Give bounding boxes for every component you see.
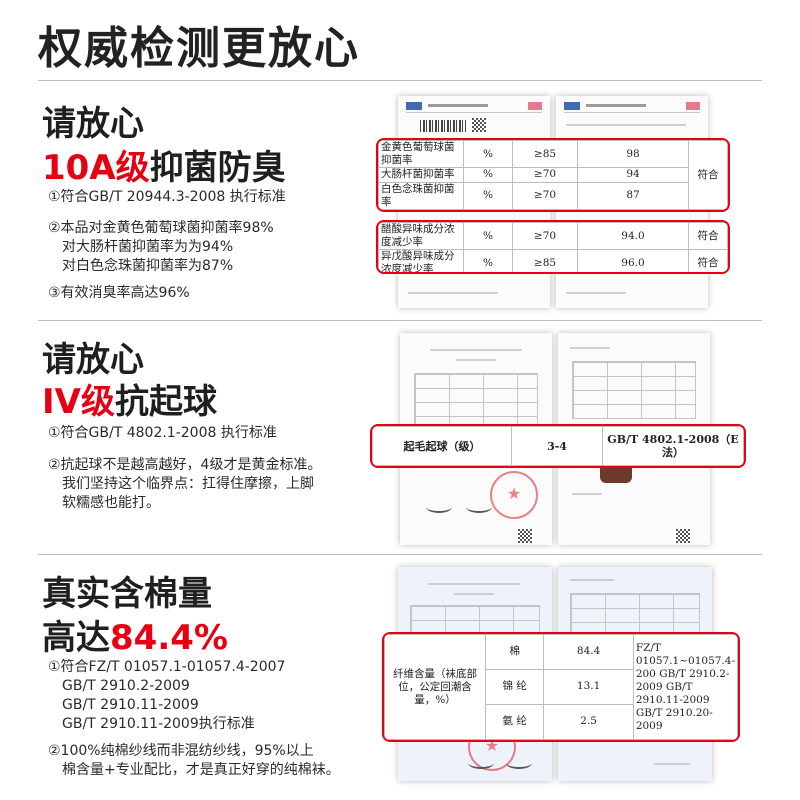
section2-heading-line2: IV级抗起球 [42,374,217,423]
deodorant-result-table: 醋酸异味成分浓度减少率 % ≥70 94.0 符合 异戊酸异味成分浓度减少率 %… [376,220,730,274]
table-cell: % [463,181,513,210]
table-cell: 起毛起球（级） [372,426,512,466]
section3-note-1a: ①符合FZ/T 01057.1-01057.4-2007 [48,659,286,675]
section3-note-1c: GB/T 2910.11-2009 [62,697,199,713]
section1-grade: 10A级 [42,148,150,188]
table-cell: % [463,222,513,250]
section1-feature: 抑菌防臭 [149,148,286,188]
table-cell: 13.1 [543,668,634,705]
section-divider [38,320,762,321]
section1-heading-line1: 请放心 [42,104,144,144]
page-title: 权威检测更放心 [38,23,360,74]
section2-heading-line1: 请放心 [42,340,144,380]
table-cell: 氨 纶 [484,703,545,740]
section2-grade: IV级 [42,382,115,422]
table-cell: 2.5 [543,703,634,740]
verdict-cell: 符合 [688,140,728,210]
table-cell: 异戊酸异味成分浓度减少率 [378,249,464,272]
table-cell: 醋酸异味成分浓度减少率 [378,222,464,250]
table-cell: FZ/T 01057.1~01057.4-200 GB/T 2910.2-200… [632,634,738,740]
section1-note-3: ③有效消臭率高达96% [48,285,190,301]
table-cell: 98 [577,140,689,169]
table-cell: 94.0 [577,222,689,250]
section2-note-2c: 软糯感也能打。 [62,495,160,511]
table-cell: 金黄色葡萄球菌抑菌率 [378,140,464,169]
table-cell: ≥70 [512,181,578,210]
table-cell: ≥85 [512,140,578,169]
section2-note-2a: ②抗起球不是越高越好，4级才是黄金标准。 [48,457,322,473]
table-cell: 纤维含量（袜底部位，公定回潮含量，%） [384,634,486,740]
section-divider [38,554,762,555]
section1-note-2c: 对白色念珠菌抑菌率为87% [62,258,234,274]
section3-note-1: ①符合FZ/T 01057.1-01057.4-2007 GB/T 2910.2… [48,658,285,734]
table-cell: 大肠杆菌抑菌率 [378,167,464,183]
table-cell: % [463,249,513,272]
section2-note-2b: 我们坚持这个临界点：扛得住摩擦，上脚 [62,476,314,492]
section1-note-2: ①符合GB/T 20944.3-2008 执行标准 ②本品对金黄色葡萄球菌抑菌率… [48,219,274,276]
verdict-cell: 符合 [688,222,728,250]
table-cell: % [463,140,513,169]
table-cell: ≥70 [512,222,578,250]
antibacterial-result-table: 金黄色葡萄球菌抑菌率 % ≥85 98 符合 大肠杆菌抑菌率 % ≥70 94 … [376,138,730,212]
table-cell: % [463,167,513,183]
section3-note-1b: GB/T 2910.2-2009 [62,678,190,694]
table-cell: 锦 纶 [484,668,545,705]
section2-note-1: ①符合GB/T 4802.1-2008 执行标准 [48,425,277,441]
table-cell: 84.4 [543,634,634,670]
table-cell: 87 [577,181,689,210]
table-cell: 棉 [484,634,545,670]
section3-note-2a: ②100%纯棉纱线而非混纺纱线，95%以上 [48,743,314,759]
table-cell: 94 [577,167,689,183]
table-cell: GB/T 4802.1-2008（E 法） [602,426,744,466]
section1-note-2b: 对大肠杆菌抑菌率为为94% [62,239,234,255]
section1-heading-line2: 10A级抑菌防臭 [42,140,286,189]
section3-note-1d: GB/T 2910.11-2009执行标准 [62,716,255,732]
section3-note-2b: 棉含量+专业配比，才是真正好穿的纯棉袜。 [62,762,340,778]
section1-note-1: ①符合GB/T 20944.3-2008 执行标准 [48,189,286,205]
section3-percentage: 84.4% [110,618,228,658]
table-cell: ≥70 [512,167,578,183]
section3-label: 高达 [42,618,110,658]
table-cell: ≥85 [512,249,578,272]
verdict-cell: 符合 [688,249,728,272]
section3-heading-line1: 真实含棉量 [42,574,212,614]
section2-feature: 抗起球 [114,382,217,422]
section3-heading-line2: 高达84.4% [42,610,228,659]
table-cell: 96.0 [577,249,689,272]
section3-note-2: ②100%纯棉纱线而非混纺纱线，95%以上 棉含量+专业配比，才是真正好穿的纯棉… [48,742,340,780]
table-cell: 白色念珠菌抑菌率 [378,181,464,210]
pilling-result-table: 起毛起球（级） 3-4 GB/T 4802.1-2008（E 法） [370,424,746,468]
section2-note-2: ②抗起球不是越高越好，4级才是黄金标准。 我们坚持这个临界点：扛得住摩擦，上脚 … [48,456,321,513]
fiber-content-table: 纤维含量（袜底部位，公定回潮含量，%） 棉 84.4 FZ/T 01057.1~… [382,632,740,742]
table-cell: 3-4 [511,426,603,466]
title-divider [38,80,762,81]
section1-note-2a: ②本品对金黄色葡萄球菌抑菌率98% [48,220,274,236]
